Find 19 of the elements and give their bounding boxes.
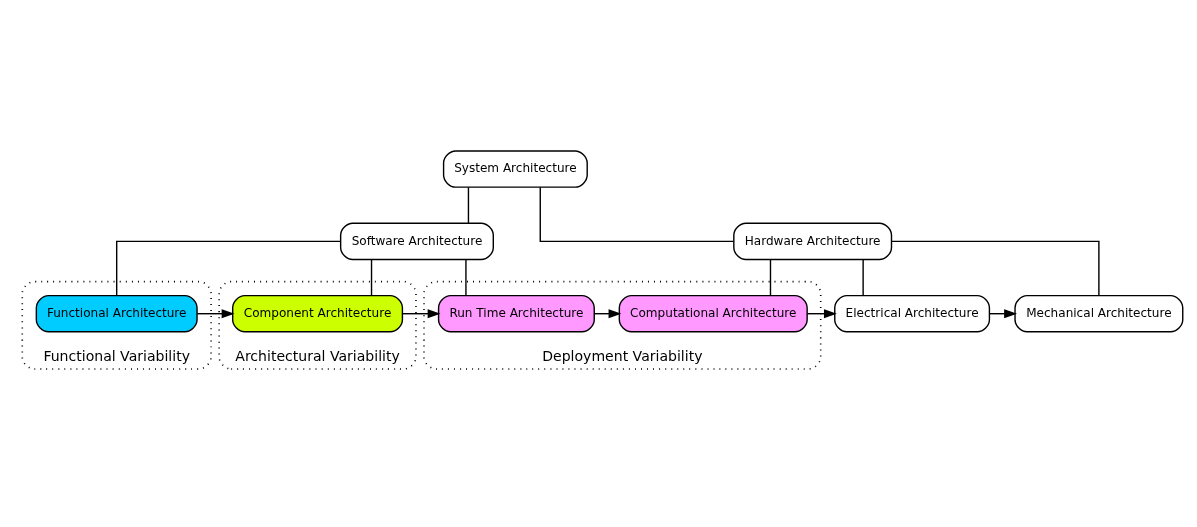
connector bbox=[862, 258, 864, 296]
node-box: Hardware Architecture bbox=[733, 222, 893, 260]
node-box: Component Architecture bbox=[232, 294, 404, 332]
node-box: Functional Architecture bbox=[35, 294, 198, 332]
node-box: Electrical Architecture bbox=[834, 294, 991, 332]
node-box: Computational Architecture bbox=[618, 294, 808, 332]
node-box: Run Time Architecture bbox=[437, 294, 595, 332]
node-box: Software Architecture bbox=[339, 222, 494, 260]
arrow bbox=[196, 308, 235, 318]
connector bbox=[370, 258, 373, 296]
connector bbox=[890, 240, 1100, 296]
connector bbox=[467, 186, 470, 224]
connector bbox=[769, 258, 772, 296]
connector bbox=[465, 258, 467, 296]
connector bbox=[539, 186, 735, 242]
connector bbox=[116, 240, 342, 296]
node-box: System Architecture bbox=[442, 149, 588, 188]
arrow bbox=[401, 308, 441, 318]
node-box: Mechanical Architecture bbox=[1014, 294, 1184, 332]
